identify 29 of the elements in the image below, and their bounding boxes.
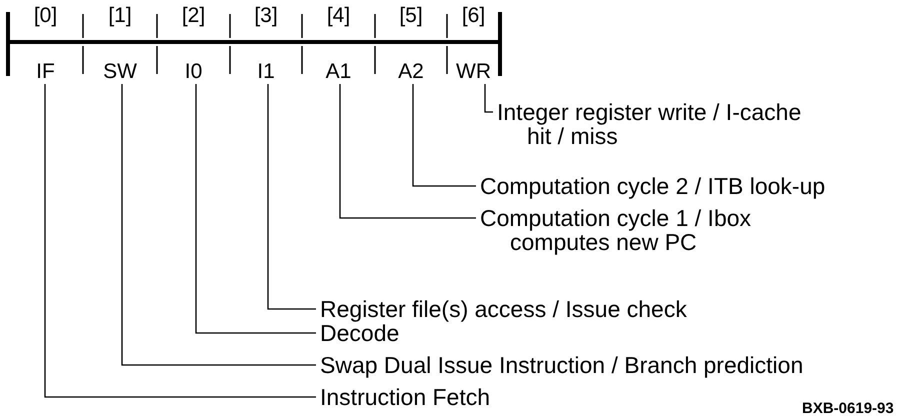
leader-line (267, 84, 316, 310)
stage-number: [3] (253, 4, 279, 28)
stage-name: I0 (184, 60, 204, 84)
stage-number: [2] (180, 4, 206, 28)
stage-number: [5] (398, 4, 424, 28)
stage-description: Swap Dual Issue Instruction / Branch prediction (320, 353, 804, 377)
stage-name: I1 (256, 60, 276, 84)
figure-id: BXB-0619-93 (802, 400, 894, 417)
stage-name: A1 (324, 60, 352, 84)
stage-description: Instruction Fetch (320, 385, 490, 409)
leader-line (339, 84, 476, 219)
stage-description: Integer register write / I-cache hit / miss (497, 100, 802, 148)
stage-number: [1] (107, 4, 133, 28)
stage-description: Decode (320, 321, 400, 345)
stage-description: Register file(s) access / Issue check (320, 297, 687, 321)
leader-line (195, 84, 316, 334)
stage-number: [4] (326, 4, 352, 28)
stage-name: SW (102, 60, 138, 84)
stage-name: WR (455, 60, 492, 84)
stage-name: A2 (397, 60, 425, 84)
stage-description: Computation cycle 2 / ITB look-up (480, 174, 826, 198)
stage-number: [6] (460, 4, 486, 28)
leader-line (484, 84, 493, 113)
leader-line (44, 84, 316, 398)
leader-line (412, 84, 476, 187)
stage-name: IF (35, 60, 56, 84)
stage-description: Computation cycle 1 / Ibox computes new PC (480, 206, 752, 254)
leader-line (121, 84, 316, 366)
stage-number: [0] (32, 4, 58, 28)
